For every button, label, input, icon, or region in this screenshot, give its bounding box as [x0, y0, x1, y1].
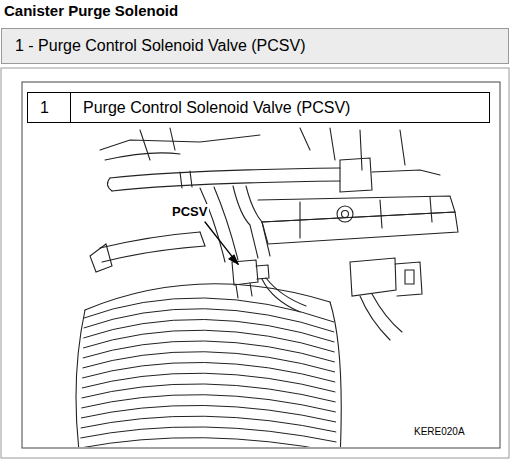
page-title: Canister Purge Solenoid — [4, 2, 178, 19]
corrugation-rib — [82, 373, 336, 392]
corrugation-rib — [84, 309, 335, 332]
table-cell: Purge Control Solenoid Valve (PCSV) — [70, 92, 490, 123]
corrugation-rib — [81, 395, 335, 412]
table-cell: 1 — [27, 92, 71, 123]
engine-drawing — [76, 128, 458, 447]
corrugation-rib — [81, 416, 337, 432]
part-label: PCSV — [170, 204, 209, 219]
cell-text: 1 — [40, 99, 49, 117]
corrugation-rib — [84, 298, 334, 322]
corrugation-rib — [82, 384, 336, 402]
figure-code: KERE020A — [414, 426, 465, 437]
image-frame — [22, 82, 500, 448]
corrugation-rib — [80, 427, 336, 442]
corrugation-rib — [81, 405, 336, 422]
corrugation-rib — [80, 438, 337, 447]
outer-frame — [1, 68, 509, 458]
cell-text: Purge Control Solenoid Valve (PCSV) — [83, 99, 350, 117]
corrugation — [80, 298, 337, 447]
corrugation-rib — [82, 362, 335, 382]
cell-text: 1 - Purge Control Solenoid Valve (PCSV) — [15, 37, 306, 55]
header-row: 1 - Purge Control Solenoid Valve (PCSV) — [1, 28, 509, 64]
